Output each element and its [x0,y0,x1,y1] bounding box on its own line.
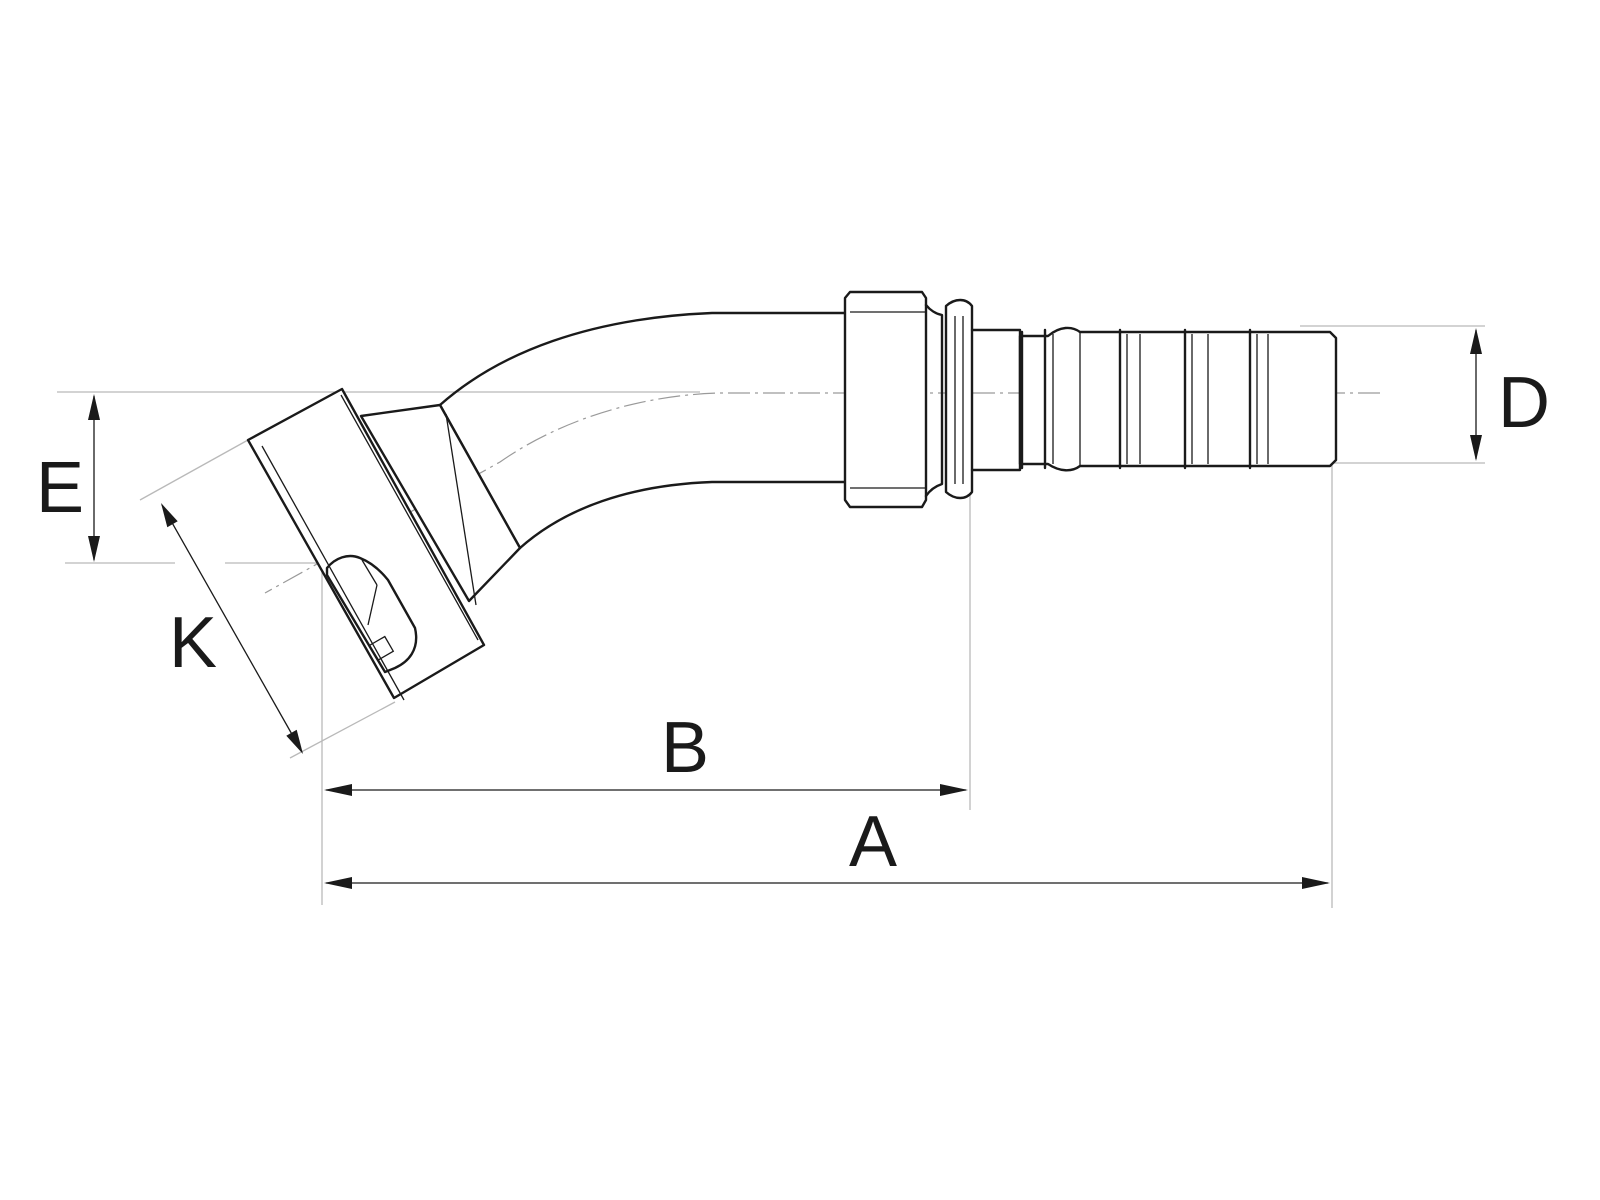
label-k: K [169,603,217,683]
extension-lines [57,325,1485,908]
dimension-d [1470,328,1482,461]
label-a: A [849,802,897,882]
flange-ring [359,403,522,603]
centerline [264,392,1380,594]
fitting-body [246,290,1338,701]
dimension-k [161,503,303,754]
barb-grooves [1020,328,1269,470]
label-b: B [661,708,709,788]
dimension-a [324,877,1330,889]
hex-collar [843,290,928,509]
hose-tail [1018,326,1338,472]
seal-ring [944,298,974,500]
dimension-e [88,394,100,562]
label-d: D [1498,363,1550,443]
dimension-b [324,784,968,796]
flange-head [246,387,486,700]
bent-tube-outline [438,311,850,407]
label-e: E [36,448,84,528]
locking-lug [325,554,418,674]
